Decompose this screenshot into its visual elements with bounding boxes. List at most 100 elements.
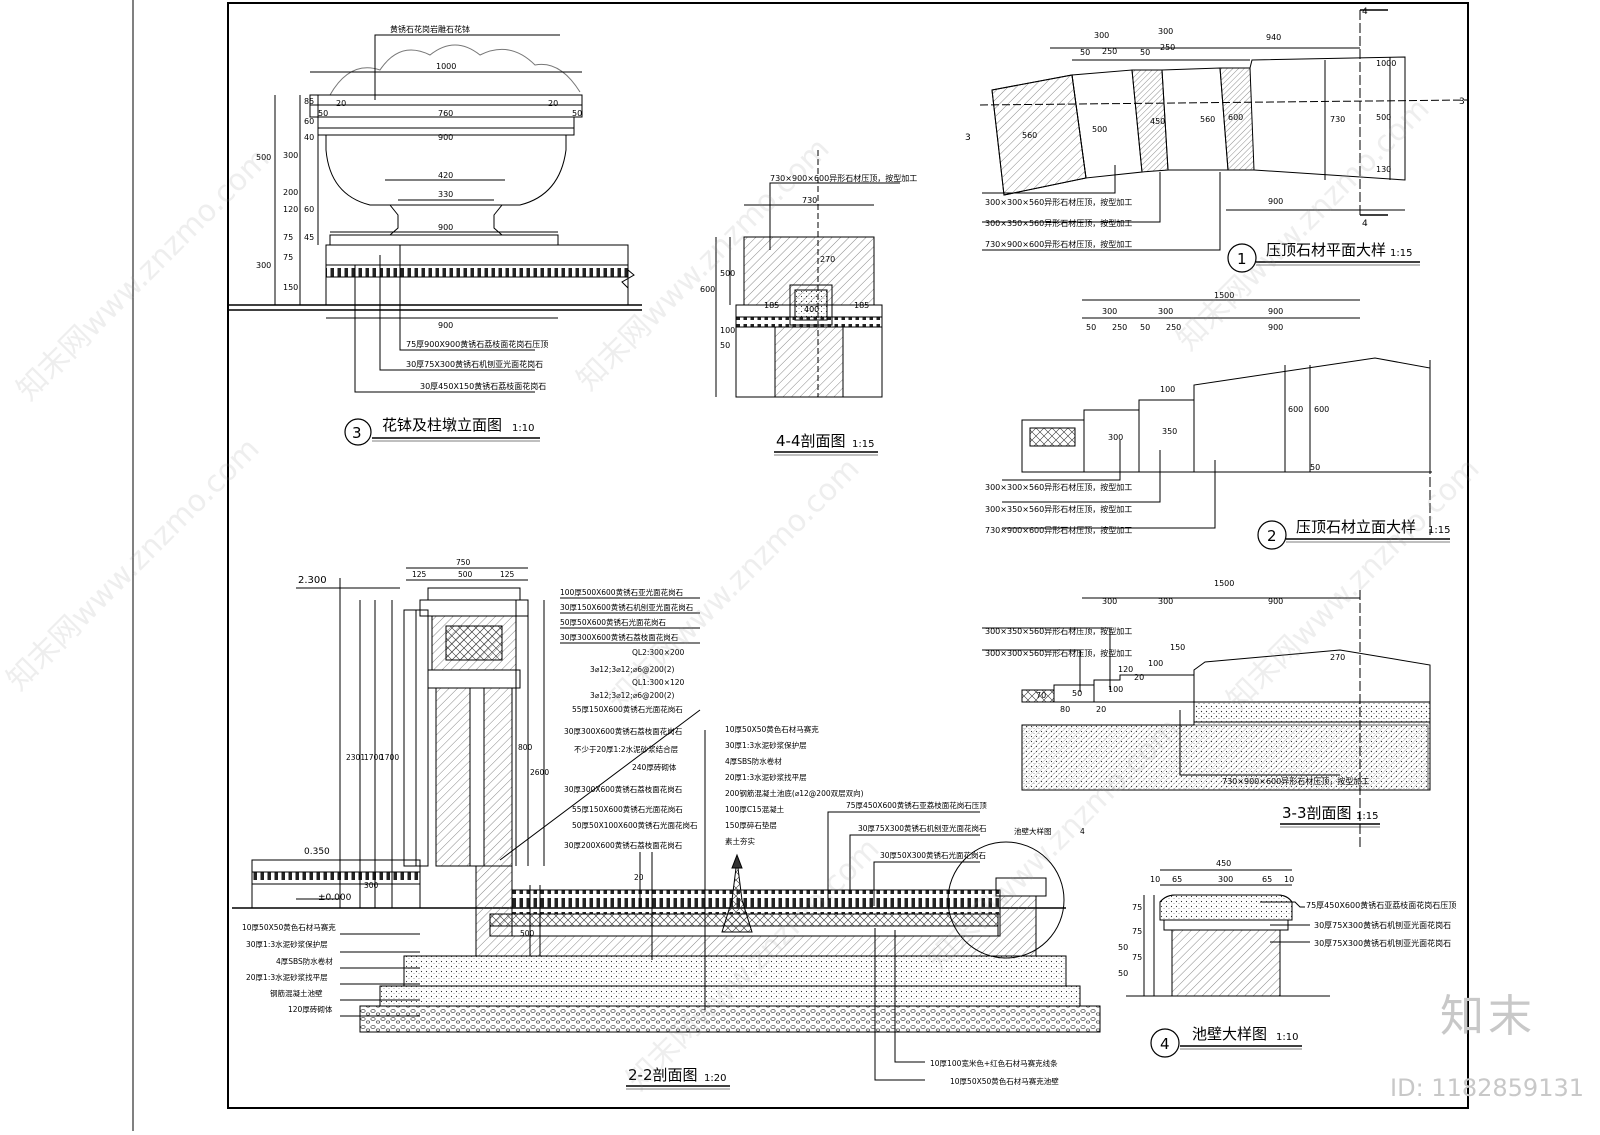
v22-note-left: 4厚SBS防水卷材: [276, 956, 333, 966]
v1-title-num: 1: [1237, 250, 1247, 268]
v22-note-right: QL2:300×200: [632, 648, 685, 657]
v3-title-text: 花钵及柱墩立面图: [382, 416, 502, 434]
v22-dim: 125: [500, 570, 515, 579]
v3-dim: 900: [438, 223, 453, 232]
v44-dim: 270: [820, 255, 835, 264]
v22-note-right: 240厚砖砌体: [632, 762, 677, 772]
v2-dim: 100: [1160, 385, 1175, 394]
v4-dim: 450: [1216, 859, 1231, 868]
v2-dim: 50: [1310, 463, 1320, 472]
v22-note-mid: 150厚碎石垫层: [725, 820, 777, 830]
brand-logo: 知末: [1440, 991, 1536, 1042]
v3-dim: 75: [283, 233, 293, 242]
v1-dim: 900: [1268, 197, 1283, 206]
view1-drawing: [979, 9, 1469, 251]
v3-dim: 900: [438, 133, 453, 142]
v4-dim: 75: [1132, 953, 1142, 962]
view22-drawing: [232, 567, 1101, 1081]
v22-note-bottom: 10厚100宽米色+红色石材马赛克线条: [930, 1058, 1058, 1068]
v33-note: 300×350×560异形石材压顶，按型加工: [985, 626, 1132, 636]
view2-drawing: [1002, 299, 1432, 535]
v3-dim: 300: [283, 151, 298, 160]
v22-note-left: 30厚1:3水泥砂浆保护层: [246, 939, 328, 949]
v44-dim: 730: [802, 196, 817, 205]
v22-note-left: 钢筋混凝土池壁: [270, 988, 323, 998]
v3-dim: 20: [548, 99, 558, 108]
v33-dim: 120: [1118, 665, 1133, 674]
v22-dim: 125: [412, 570, 427, 579]
section-mark: 3: [1459, 97, 1465, 107]
v22-note-right: 30厚300X600黄锈石荔枝面花岗石: [564, 784, 683, 794]
v2-note: 300×300×560异形石材压顶，按型加工: [985, 482, 1132, 492]
view4-title: 4 池壁大样图 1:10: [1150, 1025, 1302, 1058]
v3-dim: 330: [438, 190, 453, 199]
v33-dim: 20: [1096, 705, 1106, 714]
v22-note-right: 55厚150X600黄锈石光面花岗石: [572, 804, 683, 814]
v1-note: 730×900×600异形石材压顶，按型加工: [985, 239, 1132, 249]
v22-note-left: 20厚1:3水泥砂浆找平层: [246, 972, 328, 982]
v2-dim: 250: [1112, 323, 1127, 332]
v33-note: 300×300×560异形石材压顶，按型加工: [985, 648, 1132, 658]
v4-dim: 10: [1284, 875, 1294, 884]
v22-note-left: 10厚50X50黄色石材马赛克: [242, 922, 336, 932]
v44-dim: 100: [720, 326, 735, 335]
section-mark: 4: [1362, 7, 1368, 17]
v1-dim: 300: [1094, 31, 1109, 40]
v22-note-right: 3⌀12;3⌀12;⌀6@200(2): [590, 691, 675, 700]
v2-dim: 350: [1162, 427, 1177, 436]
id-label: ID: 1182859131: [1390, 1074, 1584, 1102]
v22-level: 0.350: [304, 847, 330, 857]
v33-title-scale: 1:15: [1356, 811, 1378, 822]
v22-note-right: 30厚150X600黄锈石机刨亚光面花岗石: [560, 602, 694, 612]
v3-dim: 45: [304, 233, 314, 242]
v1-dim: 250: [1102, 47, 1117, 56]
v3-dim: 85: [304, 97, 314, 106]
v44-title-text: 4-4剖面图: [776, 432, 846, 450]
view44-title: 4-4剖面图 1:15: [774, 432, 878, 456]
v2-dim: 300: [1108, 433, 1123, 442]
v3-dim: 40: [304, 133, 314, 142]
v22-level: ±0.000: [318, 893, 352, 903]
v3-dim: 120: [283, 205, 298, 214]
v4-dim: 10: [1150, 875, 1160, 884]
v2-dim: 250: [1166, 323, 1181, 332]
view44-drawing: [715, 150, 900, 398]
v22-note-right: 30厚300X600黄锈石荔枝面花岗石: [560, 632, 679, 642]
v33-dim: 70: [1036, 691, 1046, 700]
v22-note-right: 3⌀12;3⌀12;⌀6@200(2): [590, 665, 675, 674]
v4-note: 75厚450X600黄锈石亚荔枝面花岗石压顶: [1306, 900, 1456, 910]
v3-dim: 500: [256, 153, 271, 162]
v2-dim: 50: [1086, 323, 1096, 332]
v22-note-pool: 30厚50X300黄锈石光面花岗石: [880, 850, 987, 860]
v22-dim: 2301: [346, 753, 365, 762]
v44-title-scale: 1:15: [852, 439, 874, 450]
v1-title-scale: 1:15: [1390, 248, 1412, 259]
v4-note: 30厚75X300黄锈石机刨亚光面花岗石: [1314, 920, 1451, 930]
v22-note-right: 不少于20厚1:2水泥砂浆结合层: [574, 744, 679, 754]
v22-note-right: 50厚50X600黄锈石光面花岗石: [560, 617, 667, 627]
v33-dim: 900: [1268, 597, 1283, 606]
v44-dim: 400: [804, 305, 819, 314]
v3-note-3: 30厚450X150黄锈石荔枝面花岗石: [420, 381, 546, 391]
v3-dim: 60: [304, 205, 314, 214]
v1-dim: 500: [1376, 113, 1391, 122]
v3-note-top: 黄锈石花岗岩雕石花钵: [390, 24, 470, 34]
v2-dim: 600: [1314, 405, 1329, 414]
v33-dim: 300: [1158, 597, 1173, 606]
v22-note-right: QL1:300×120: [632, 678, 685, 687]
view2-labels: 300×300×560异形石材压顶，按型加工 300×350×560异形石材压顶…: [985, 291, 1329, 535]
view22-title: 2-2剖面图 1:20: [626, 1066, 730, 1090]
view1-labels: 300×300×560异形石材压顶，按型加工 300×350×560异形石材压顶…: [985, 27, 1396, 249]
v3-note-2: 30厚75X300黄锈石机刨亚光面花岗石: [406, 359, 543, 369]
sheet-frame: [132, 0, 1469, 1131]
v2-dim: 600: [1288, 405, 1303, 414]
v33-dim: 20: [1134, 673, 1144, 682]
v3-dim: 900: [438, 321, 453, 330]
v22-note-pool: 30厚75X300黄锈石机刨亚光面花岗石: [858, 823, 987, 833]
v1-title-text: 压顶石材平面大样: [1266, 241, 1386, 259]
v1-dim: 560: [1022, 131, 1037, 140]
v22-note-right: 100厚500X600黄锈石亚光面花岗石: [560, 587, 684, 597]
v22-dim: 500: [458, 570, 473, 579]
